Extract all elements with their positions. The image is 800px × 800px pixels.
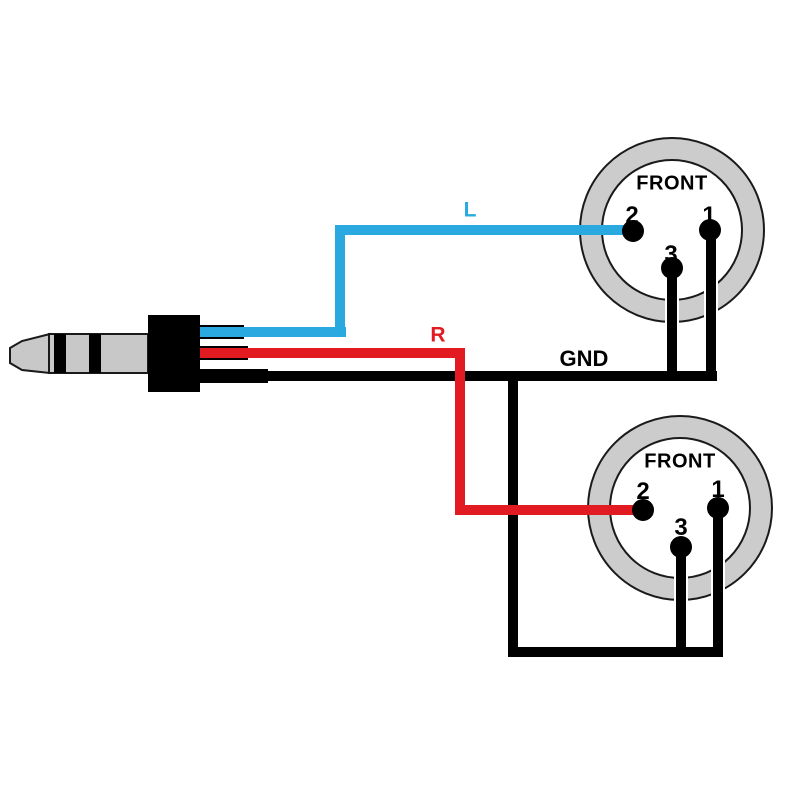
ground-wire-bottom-horizontal bbox=[508, 647, 723, 657]
ground-wire-bottom-pin1-drop bbox=[711, 508, 725, 657]
xlr-bottom-pin-2-number: 2 bbox=[636, 478, 650, 505]
plug-insulator-band-1 bbox=[54, 334, 66, 373]
xlr-bottom-pin-1-number: 1 bbox=[711, 476, 725, 503]
xlr-top-pin-3-number: 3 bbox=[664, 241, 678, 268]
right-wire-label: R bbox=[430, 323, 446, 347]
plug-tip bbox=[9, 332, 51, 375]
xlr-bottom-pin-3-number: 3 bbox=[674, 514, 688, 541]
right-wire-segment-1 bbox=[200, 348, 465, 358]
right-wire-vertical bbox=[455, 348, 465, 515]
left-wire-label: L bbox=[463, 198, 477, 222]
xlr-top-pin-1 bbox=[699, 219, 721, 241]
xlr-top-pin-2 bbox=[622, 220, 644, 242]
xlr-bottom-pin-2 bbox=[632, 499, 654, 521]
xlr-bottom-pin-3 bbox=[670, 536, 692, 558]
plug-body bbox=[148, 315, 200, 392]
trs-plug bbox=[9, 315, 200, 392]
xlr-top-front-label: FRONT bbox=[636, 172, 708, 195]
left-wire-segment-2 bbox=[340, 225, 633, 235]
left-wire-vertical bbox=[335, 225, 345, 337]
left-wire-segment-1 bbox=[200, 327, 346, 337]
ground-wire-label: GND bbox=[559, 346, 609, 371]
xlr-bottom-pin-1 bbox=[707, 497, 729, 519]
xlr-top-pin-2-number: 2 bbox=[625, 202, 639, 229]
xlr-top-pin-1-number: 1 bbox=[702, 202, 716, 229]
xlr-top-pin-3 bbox=[661, 257, 683, 279]
xlr-bottom-front-label: FRONT bbox=[644, 450, 716, 473]
ground-wire-top-pin1-drop bbox=[704, 230, 718, 381]
plug-insulator-band-2 bbox=[89, 334, 101, 373]
right-wire-segment-2 bbox=[455, 505, 643, 515]
ground-wire-bottom-pin3-drop bbox=[674, 547, 688, 657]
ground-wire-top-pin3-drop bbox=[665, 268, 679, 381]
